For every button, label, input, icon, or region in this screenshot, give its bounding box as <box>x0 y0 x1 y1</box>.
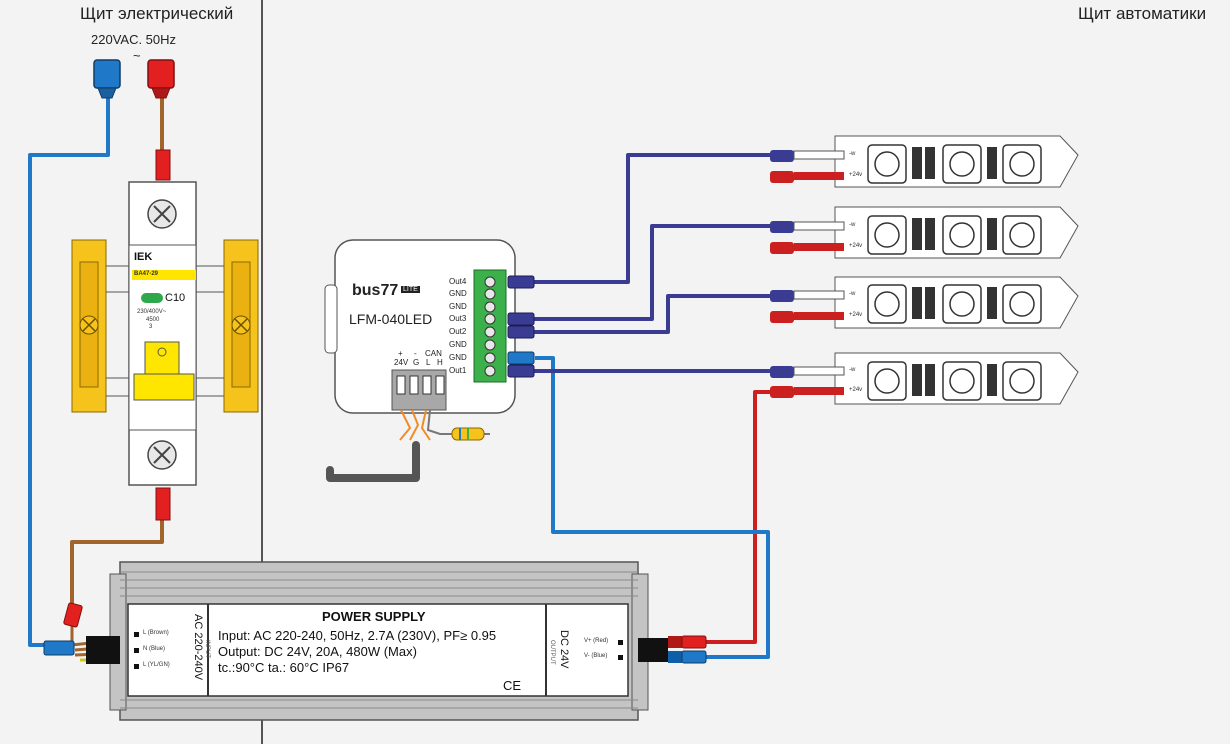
line-wire-bottom <box>70 520 164 610</box>
controller-brand: bus77 <box>352 282 399 299</box>
terminal-label: Out2 <box>449 327 467 336</box>
psu-dc-vertical: DC 24V <box>558 630 570 669</box>
terminal-label: GND <box>449 302 467 311</box>
breaker-spec2: 3 <box>149 324 153 330</box>
out3-wire <box>533 224 772 321</box>
led-strip-3 <box>770 276 1079 329</box>
terminal-label: GND <box>449 289 467 298</box>
psu-in-n: N (Blue) <box>143 646 166 652</box>
terminal-label: Out1 <box>449 366 467 375</box>
bus-minus: - <box>414 349 417 358</box>
strip-v-label: +24v <box>849 243 863 249</box>
psu-out-plus: V+ (Red) <box>584 638 609 644</box>
psu-in-l: L (Brown) <box>143 630 169 636</box>
supply-tilde: ~ <box>133 48 141 63</box>
plus24-wire <box>705 390 775 644</box>
line-plug <box>147 59 175 99</box>
breaker-brand: IEK <box>134 251 153 263</box>
bus-plus: + <box>398 349 403 358</box>
supply-label: 220VAC. 50Hz <box>91 32 177 47</box>
psu-output-vertical: OUTPUT <box>549 640 555 665</box>
controller-device <box>324 239 535 482</box>
psu-input-vertical: INPUT <box>204 640 210 658</box>
controller-model: LFM-040LED <box>349 311 433 327</box>
electrical-panel-title: Щит электрический <box>80 4 234 23</box>
minus-wire <box>535 356 770 659</box>
out2-wire <box>533 294 772 334</box>
psu-input-spec: Input: AC 220-240, 50Hz, 2.7A (230V), PF… <box>218 628 497 643</box>
automation-panel-title: Щит автоматики <box>1078 4 1207 23</box>
breaker-spec1: 4500 <box>146 317 160 323</box>
strip-w-label: -w <box>849 291 856 297</box>
led-strip-1 <box>770 135 1079 188</box>
neutral-wire <box>28 96 110 647</box>
strip-v-label: +24v <box>849 387 863 393</box>
circuit-breaker <box>71 149 259 521</box>
bus-g: G <box>413 358 420 367</box>
strip-w-label: -w <box>849 367 856 373</box>
bus-l: L <box>426 358 431 367</box>
terminal-label: Out4 <box>449 277 467 286</box>
psu-temp-spec: tc.:90°C ta.: 60°C IP67 <box>218 660 350 675</box>
breaker-rating: C10 <box>165 292 186 304</box>
neutral-plug <box>93 59 121 99</box>
strip-v-label: +24v <box>849 172 863 178</box>
bus-can: CAN <box>425 349 442 358</box>
terminal-label: Out3 <box>449 314 467 323</box>
strip-w-label: -w <box>849 222 856 228</box>
psu-out-minus: V- (Blue) <box>584 653 608 659</box>
led-strip-4 <box>770 352 1079 405</box>
bus-h: H <box>437 358 443 367</box>
terminal-label: GND <box>449 353 467 362</box>
strip-w-label: -w <box>849 151 856 157</box>
bus-24v: 24V <box>394 358 409 367</box>
psu-ce-mark: CE <box>503 678 522 693</box>
out4-wire <box>533 153 772 284</box>
power-supply-unit <box>43 561 707 721</box>
psu-in-pe: L (YL/GN) <box>143 662 170 668</box>
led-strip-2 <box>770 206 1079 259</box>
breaker-voltage: 230/400V~ <box>137 309 167 315</box>
strip-v-label: +24v <box>849 312 863 318</box>
terminal-label: GND <box>449 340 467 349</box>
psu-title: POWER SUPPLY <box>322 609 426 624</box>
psu-ac-vertical: AC 220-240V <box>192 614 204 681</box>
controller-brand-tag: LITE <box>401 286 420 293</box>
breaker-model: BA47-29 <box>134 271 159 277</box>
psu-output-spec: Output: DC 24V, 20A, 480W (Max) <box>218 644 417 659</box>
